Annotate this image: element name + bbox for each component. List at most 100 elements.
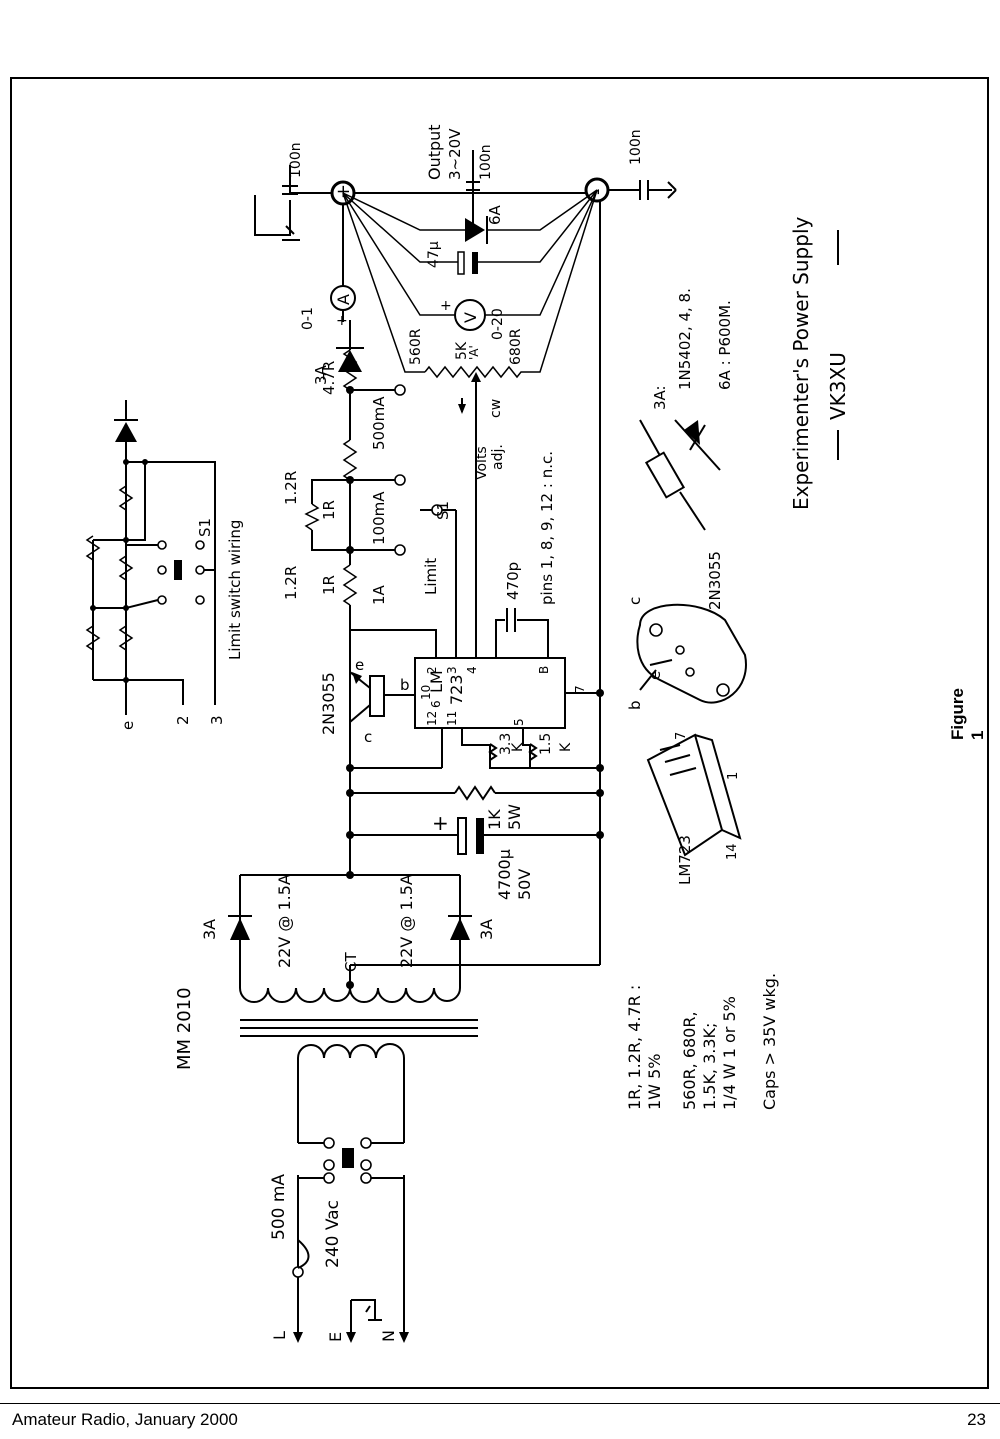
- inset-terminal-3: 3: [208, 715, 226, 725]
- filter-cap-voltage: 50V: [515, 869, 534, 900]
- protection-diode-icon: [465, 218, 485, 242]
- ic-pin-12: 12: [425, 711, 439, 726]
- ammeter-range: 0-1: [300, 307, 316, 330]
- volts-adj-a: Volts: [474, 446, 490, 480]
- note-line-6: Caps > 35V wkg.: [760, 973, 779, 1110]
- voltmeter-plus: +: [440, 298, 452, 314]
- footer-publication: Amateur Radio, January 2000: [12, 1410, 238, 1429]
- inset-terminal-e: e: [119, 721, 137, 730]
- output-cap-47u: 47µ: [426, 241, 442, 268]
- ic-pin-3: 3: [445, 666, 459, 674]
- left-cap-100n: 100n: [288, 142, 304, 178]
- mains-switch-icon: [342, 1148, 354, 1168]
- pass-transistor-e: e: [355, 656, 364, 674]
- rectifier-diode-b-icon: [450, 918, 470, 940]
- secondary-winding-a-icon: [239, 987, 351, 1003]
- lm723-pin-7: 7: [674, 732, 689, 740]
- protection-diode-rating: 6A: [486, 204, 504, 225]
- diode-b-rating: 3A: [477, 919, 496, 940]
- output-section: A + 0-1 + - Output 3~20V 100n 100n 100n: [254, 124, 677, 480]
- output-range: 3~20V: [446, 128, 464, 180]
- limit-switch-label: S1: [434, 501, 452, 520]
- limit-r-4r7: 4.7R: [320, 361, 338, 395]
- ic-pin-7: 7: [573, 685, 587, 693]
- transformer: MM 2010 22V @ 1.5A 22V @ 1.5A CT: [174, 874, 478, 1143]
- limit-r-1r2-b: 1.2R: [282, 471, 300, 505]
- pass-transistor-type: 2N3055: [319, 672, 338, 735]
- right-cap-100n: 100n: [628, 129, 644, 165]
- bleeder-power: 5W: [505, 804, 524, 830]
- series-diode-rating: 3A: [312, 364, 330, 385]
- diagram-title: Experimenter's Power Supply: [789, 216, 813, 510]
- voltmeter-range: 0-20: [490, 308, 506, 340]
- limit-label: Limit: [422, 558, 440, 595]
- lm723-part-label: LM723: [676, 835, 694, 885]
- regulator: LM 723 2 3 4 10 6 12 11 5 7 B e b c 2N30…: [319, 390, 604, 772]
- mains-live-label: L: [270, 1331, 289, 1340]
- rectifier: 3A 3A: [200, 871, 600, 988]
- component-notes: 1R, 1.2R, 4.7R : 1W 5% 560R, 680R, 1.5K,…: [625, 973, 779, 1110]
- footer-page-number: 23: [967, 1410, 986, 1429]
- diode-a-rating: 3A: [200, 919, 219, 940]
- diagram-title-block: Experimenter's Power Supply VK3XU: [789, 216, 850, 510]
- note-line-3: 560R, 680R,: [680, 1011, 699, 1110]
- output-title: Output: [425, 124, 444, 180]
- output-cap-100n: 100n: [478, 144, 494, 180]
- center-tap-label: CT: [342, 952, 360, 972]
- pot-bottom-resistor: 680R: [508, 328, 524, 365]
- winding-b-label: 22V @ 1.5A: [397, 874, 416, 968]
- secondary-winding-b-icon: [349, 987, 461, 1003]
- bleeder-value: 1K: [485, 809, 504, 830]
- limit-r-1r-a: 1R: [320, 575, 338, 595]
- lm723-ic-icon: [414, 657, 566, 729]
- pot-top-resistor: 560R: [408, 328, 424, 365]
- inset-switch-icon: [174, 560, 182, 580]
- output-capacitor-icon: [457, 251, 465, 275]
- figure-frame: [10, 77, 989, 1389]
- limit-tap-100ma: 100mA: [370, 491, 388, 545]
- diode-6a-type: 6A : P600M.: [716, 300, 734, 390]
- transformer-label: MM 2010: [174, 987, 195, 1070]
- mains-input: L E N 500 mA 240 Vac: [269, 1137, 409, 1343]
- tr-part-label: 2N3055: [706, 551, 724, 610]
- lm723-pin-14: 14: [725, 843, 740, 860]
- limit-r-1r-b: 1R: [320, 500, 338, 520]
- pot-type: 'A': [467, 345, 481, 360]
- pot-value: 5K: [454, 341, 470, 360]
- ic-pin-11: 11: [445, 711, 459, 726]
- tr-b-pin: b: [626, 700, 644, 710]
- winding-a-label: 22V @ 1.5A: [275, 874, 294, 968]
- volts-adj-cw: cw: [488, 399, 504, 418]
- divider-r1-unit: K: [510, 742, 526, 752]
- limit-tap-500ma: 500mA: [370, 396, 388, 450]
- divider-r2-value: 1.5: [538, 733, 554, 755]
- filter-capacitor-icon: [457, 817, 467, 855]
- primary-winding-icon: [297, 1043, 405, 1059]
- inset-terminal-2: 2: [174, 715, 192, 725]
- pins-nc-note: pins 1, 8, 9, 12 : n.c.: [538, 451, 556, 605]
- tr-package-icon: [636, 603, 747, 704]
- voltmeter-label: V: [461, 312, 480, 323]
- pass-transistor-c: c: [364, 728, 372, 746]
- note-line-2: 1W 5%: [645, 1054, 664, 1110]
- schematic-diagram: L E N 500 mA 240 Vac MM 2010 22V @ 1.5A …: [85, 124, 850, 1343]
- note-line-4: 1.5K, 3.3K;: [700, 1023, 719, 1110]
- ic-pin-6: 6: [429, 700, 443, 708]
- part-outlines: LM723 14 1 7 b e c 2N3055 3A: 1N5402, 4,…: [626, 288, 747, 885]
- inset-switch-label: S1: [196, 518, 214, 537]
- fuse-icon: [297, 1239, 310, 1269]
- divider-r1-value: 3.3: [498, 733, 514, 755]
- ic-pin-5: 5: [512, 718, 526, 726]
- rectifier-diode-a-icon: [230, 918, 250, 940]
- limit-tap-1a: 1A: [370, 584, 388, 605]
- ic-pin-4: 4: [465, 666, 479, 674]
- fuse-terminal-icon: [292, 1266, 304, 1278]
- ic-name: LM: [427, 670, 446, 693]
- figure-caption: Figure 1: [948, 688, 987, 740]
- note-line-1: 1R, 1.2R, 4.7R :: [625, 985, 644, 1110]
- limit-switch-inset: S1 Limit switch wiring e 2 3: [85, 400, 244, 730]
- footer-divider: [0, 1403, 1000, 1404]
- ic-pin-10: 10: [419, 685, 433, 700]
- lm723-pin-1: 1: [726, 772, 741, 780]
- mains-earth-label: E: [326, 1332, 345, 1342]
